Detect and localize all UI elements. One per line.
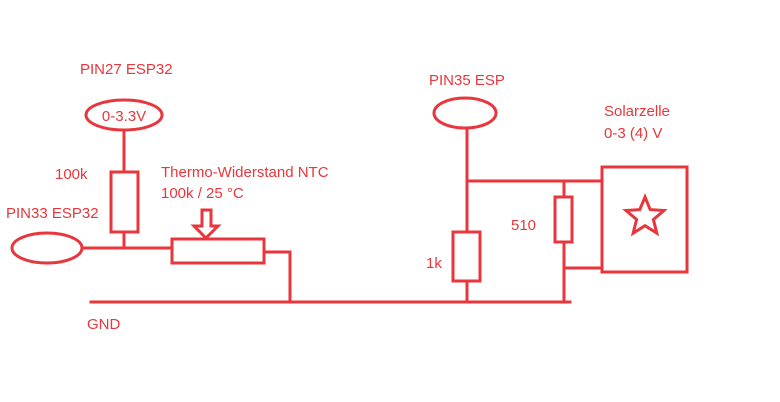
arrow-down-icon	[190, 208, 222, 241]
solar-cell-label: Solarzelle	[604, 103, 670, 120]
resistor-100k-label: 100k	[55, 166, 88, 183]
resistor-1k-label: 1k	[426, 255, 442, 272]
pin27-terminal	[84, 98, 164, 132]
pin35-label: PIN35 ESP	[429, 72, 505, 89]
source-voltage-label: 0-3.3V	[102, 108, 146, 125]
pin33-terminal	[10, 231, 84, 265]
wires	[82, 126, 604, 304]
resistor-510	[553, 195, 574, 244]
resistor-510-label: 510	[511, 217, 536, 234]
solar-cell	[600, 165, 689, 274]
pin35-terminal	[432, 96, 498, 130]
pin33-label: PIN33 ESP32	[6, 205, 99, 222]
pin27-label: PIN27 ESP32	[80, 61, 173, 78]
ntc-label: Thermo-Widerstand NTC	[161, 164, 329, 181]
ntc-spec-label: 100k / 25 °C	[161, 185, 244, 202]
resistor-1k	[451, 230, 482, 283]
resistor-100k	[109, 170, 140, 234]
gnd-label: GND	[87, 316, 121, 333]
wire-ntc-to-gnd	[262, 250, 292, 304]
ntc-thermistor	[170, 237, 266, 265]
solar-voltage-label: 0-3 (4) V	[604, 125, 662, 142]
star-icon	[622, 193, 668, 237]
